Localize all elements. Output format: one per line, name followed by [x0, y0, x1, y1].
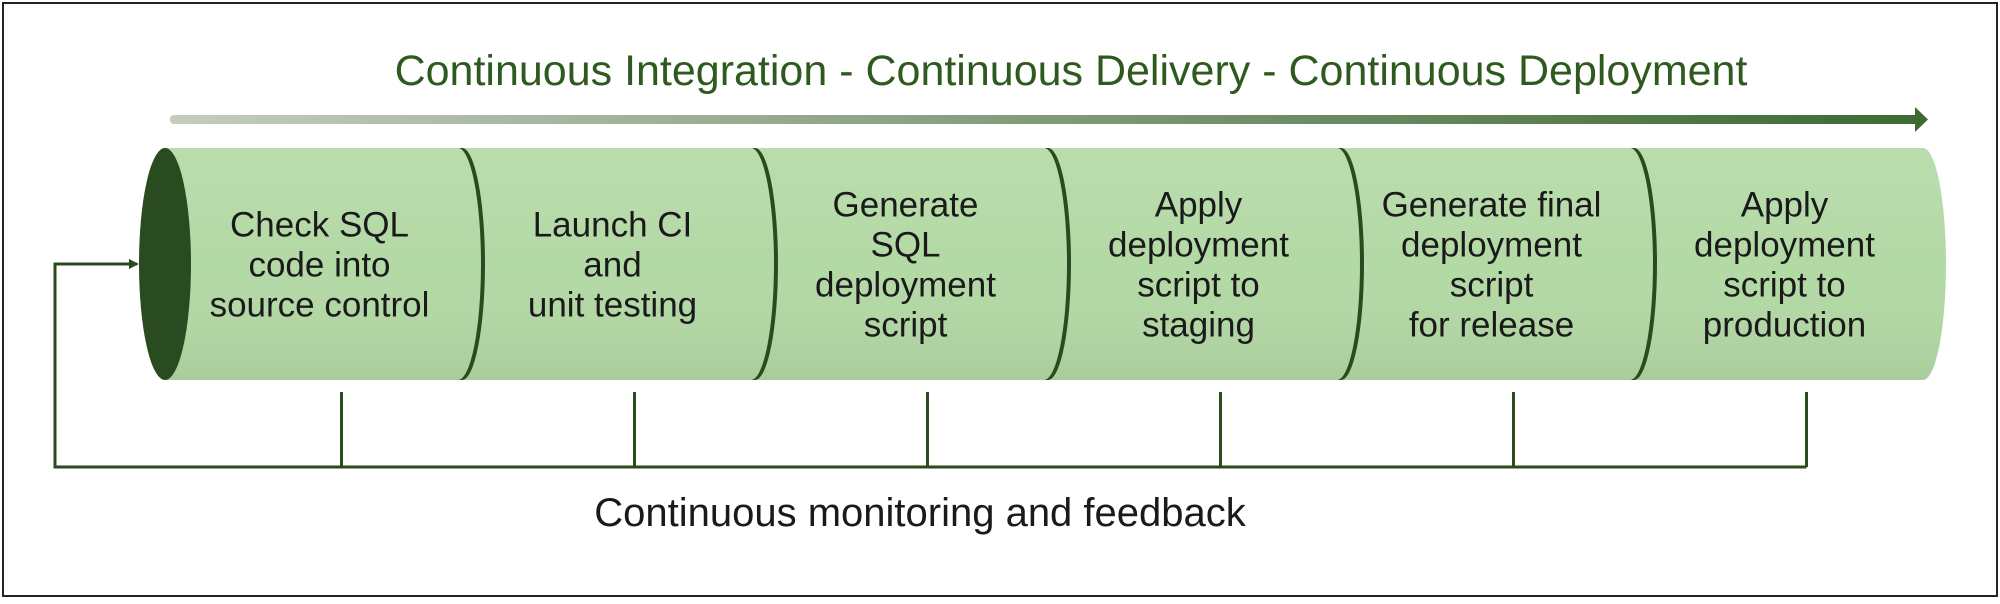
stage-shading — [1630, 148, 1946, 380]
stage-label-line: script to — [1723, 265, 1846, 304]
stage-label-line: deployment — [815, 265, 996, 304]
stage-label-line: script to — [1137, 265, 1260, 304]
stage-shading — [1044, 148, 1360, 380]
stage-label-line: Check SQL — [230, 205, 409, 244]
stage-label-line: Generate — [833, 185, 979, 224]
stage-label-line: script — [864, 305, 948, 344]
stage-label-line: deployment — [1108, 225, 1289, 264]
stage-label-line: code into — [248, 245, 390, 284]
feedback-loop — [53, 259, 1808, 469]
stage-shading — [458, 148, 774, 380]
stage-label-line: for release — [1409, 305, 1574, 344]
stage-label-line: source control — [210, 285, 430, 324]
stage-label-line: staging — [1142, 305, 1255, 344]
stage-label-line: script — [1450, 265, 1534, 304]
stage-label-line: Generate final — [1382, 185, 1602, 224]
stage-label-line: Launch CI — [533, 205, 693, 244]
stage-shading — [165, 148, 481, 380]
stage-shading — [1337, 148, 1653, 380]
stage-label-line: and — [583, 245, 641, 284]
progress-arrow — [170, 107, 1928, 132]
pipeline-open-end — [139, 148, 191, 380]
stage-label-line: production — [1703, 305, 1866, 344]
stage-label-line: deployment — [1401, 225, 1582, 264]
stage-label-line: Apply — [1741, 185, 1829, 224]
stage-label-line: unit testing — [528, 285, 697, 324]
diagram-title: Continuous Integration - Continuous Deli… — [395, 47, 1748, 95]
stage-shading — [751, 148, 1067, 380]
stage-label-line: Apply — [1155, 185, 1243, 224]
feedback-label: Continuous monitoring and feedback — [594, 491, 1247, 535]
feedback-return-line — [53, 259, 1807, 469]
stage-label-line: SQL — [870, 225, 940, 264]
stage-label-line: deployment — [1694, 225, 1875, 264]
